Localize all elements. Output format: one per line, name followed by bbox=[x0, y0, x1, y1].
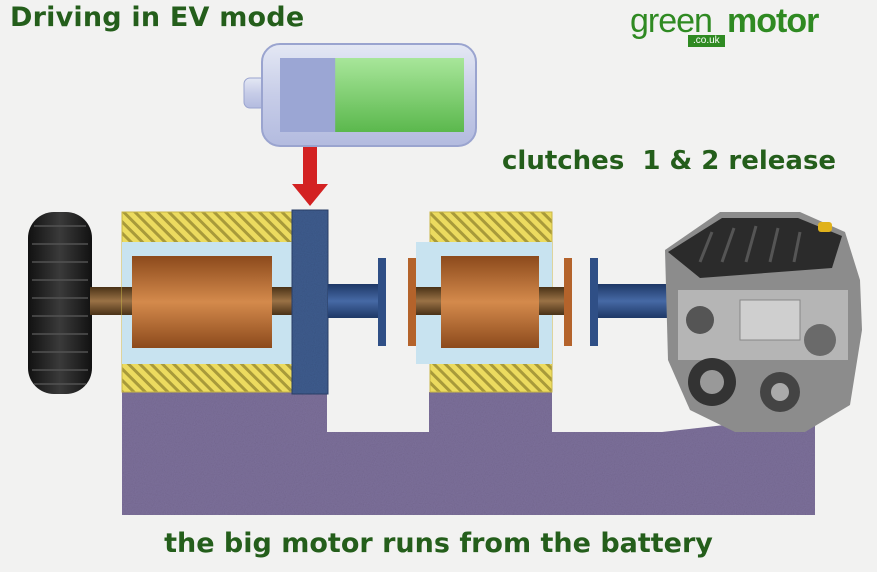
battery-icon bbox=[243, 43, 477, 147]
small-motor bbox=[416, 211, 564, 393]
shaft-segment-2 bbox=[598, 284, 668, 318]
clutch-1 bbox=[378, 258, 416, 346]
shaft-segment-1 bbox=[328, 284, 380, 318]
clutch-2 bbox=[564, 258, 598, 346]
logo-motor-text: motor bbox=[727, 2, 819, 40]
wheel-tyre bbox=[28, 212, 92, 394]
chassis-gap-1 bbox=[327, 392, 429, 432]
chassis-base bbox=[122, 392, 815, 515]
diagram-caption: the big motor runs from the battery bbox=[164, 528, 713, 559]
logo-domain-text: .co.uk bbox=[688, 35, 725, 47]
clutch-status-text: clutches 1 & 2 release bbox=[502, 146, 837, 176]
battery-charge-fill bbox=[335, 58, 464, 132]
engine-icon bbox=[665, 212, 862, 432]
greenmotor-logo: green .co.uk motor bbox=[630, 2, 870, 48]
logo-green-text: green bbox=[630, 2, 713, 40]
big-motor bbox=[121, 211, 297, 393]
page-title: Driving in EV mode bbox=[10, 2, 305, 33]
motor-end-plate bbox=[291, 209, 329, 395]
power-arrow-icon bbox=[292, 146, 328, 206]
